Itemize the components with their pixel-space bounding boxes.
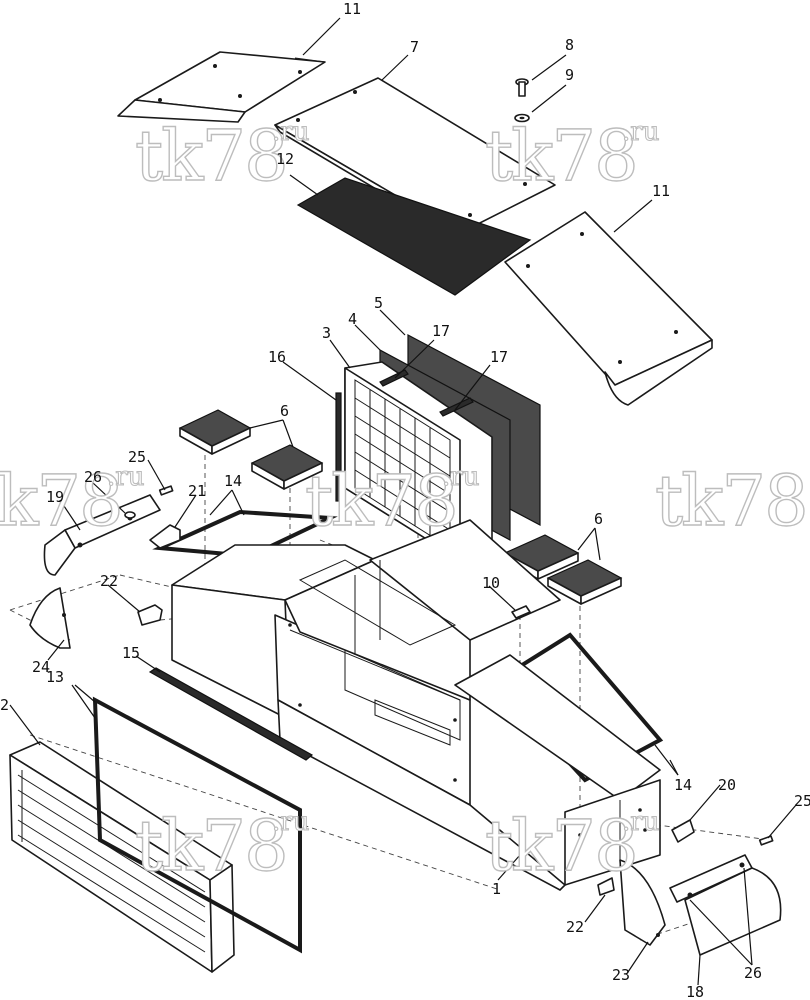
- callout-18: 18: [686, 983, 704, 1000]
- part-8-screw: [515, 78, 529, 97]
- callout-11: 11: [343, 0, 361, 18]
- part-20-bracket-right: [671, 819, 695, 843]
- part-12-filter-sheet: [296, 177, 532, 296]
- part-1-main-housing: [171, 519, 661, 891]
- watermark-suffix: .ru: [272, 117, 309, 147]
- callout-20: 20: [718, 776, 736, 794]
- part-21-small-bracket: [149, 524, 181, 549]
- callout-13: 13: [46, 668, 64, 686]
- part-24-end-cap-left: [29, 587, 71, 649]
- part-6-pad-right-bottom: [546, 559, 623, 605]
- watermark-text: tk78: [485, 115, 637, 197]
- callout-17: 17: [432, 322, 450, 340]
- part-26-washer-left: [124, 511, 136, 519]
- callout-4: 4: [348, 310, 357, 328]
- grid-cells: [354, 390, 451, 535]
- callout-8: 8: [565, 36, 574, 54]
- callout-22: 22: [566, 918, 584, 936]
- callout-5: 5: [374, 294, 383, 312]
- callout-6: 6: [594, 510, 603, 528]
- callout-12: 12: [276, 150, 294, 168]
- callout-19: 19: [46, 488, 64, 506]
- part-17-strip: [379, 369, 474, 417]
- callout-26: 26: [744, 964, 762, 982]
- callout-25: 25: [794, 792, 810, 810]
- part-9-washer: [514, 113, 530, 123]
- part-23-end-cap-right: [619, 859, 666, 946]
- watermark-text: tk78: [135, 805, 287, 887]
- part-6-pad-left-bottom: [250, 444, 324, 490]
- watermark-text: tk78: [305, 460, 457, 542]
- callout-7: 7: [410, 38, 419, 56]
- leader-lines: [9, 17, 797, 986]
- callout-11: 11: [652, 182, 670, 200]
- callout-21: 21: [188, 482, 206, 500]
- watermark-suffix: .ru: [622, 807, 659, 837]
- grille-louvers: [17, 770, 206, 953]
- watermark-suffix: .ru: [442, 462, 479, 492]
- watermark-text: tk78: [135, 115, 287, 197]
- callout-17: 17: [490, 348, 508, 366]
- watermark-suffix: .ru: [272, 807, 309, 837]
- watermark-text: tk78: [0, 460, 122, 542]
- part-14-gasket-frame-left: [152, 509, 338, 559]
- part-10-clip: [511, 605, 531, 619]
- callout-16: 16: [268, 348, 286, 366]
- callout-14: 14: [674, 776, 692, 794]
- callout-22: 22: [100, 572, 118, 590]
- part-16-vertical-strip: [335, 392, 342, 502]
- watermark-text: tk78: [485, 805, 637, 887]
- watermark-text: tk78: [655, 460, 807, 542]
- watermarks: tk78 .ru tk78 .ru tk78 .ru tk78 .ru tk78…: [0, 114, 809, 887]
- callout-1: 1: [492, 880, 501, 898]
- callout-2: 2: [0, 696, 9, 714]
- part-11-right-cover: [504, 211, 713, 406]
- callout-3: 3: [322, 324, 331, 342]
- callout-6: 6: [280, 402, 289, 420]
- callout-24: 24: [32, 658, 50, 676]
- part-19-left-bracket: [43, 494, 161, 576]
- part-18-right-bracket: [669, 854, 782, 956]
- callout-23: 23: [612, 966, 630, 984]
- part-15-strip: [148, 667, 314, 761]
- callout-26: 26: [84, 468, 102, 486]
- watermark-suffix: .ru: [622, 117, 659, 147]
- callout-14: 14: [224, 472, 242, 490]
- callout-25: 25: [128, 448, 146, 466]
- part-2-louvered-grille: [9, 741, 235, 973]
- part-22-bracket-left: [137, 604, 163, 626]
- part-22-bracket-right: [597, 877, 615, 896]
- part-11-top-left-cover: [117, 51, 326, 123]
- part-13-gasket: [92, 696, 302, 954]
- part-6-pad-left-top: [178, 409, 252, 455]
- callout-9: 9: [565, 66, 574, 84]
- callout-15: 15: [122, 644, 140, 662]
- callout-10: 10: [482, 574, 500, 592]
- part-25-screw-left: [158, 485, 174, 496]
- watermark-suffix: .ru: [107, 462, 144, 492]
- part-25-screw-right: [758, 835, 774, 846]
